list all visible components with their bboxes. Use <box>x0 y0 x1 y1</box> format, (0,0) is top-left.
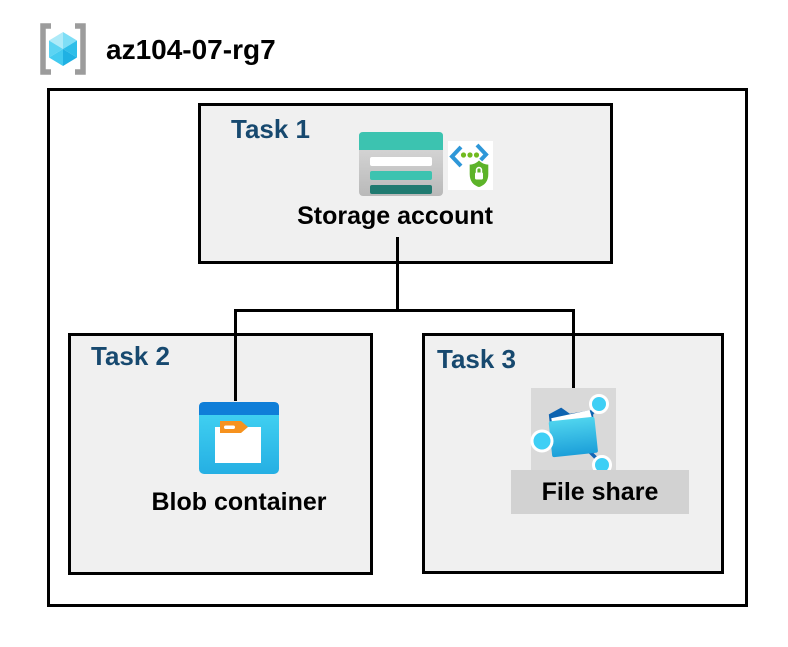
task2-label: Task 2 <box>91 341 171 371</box>
storage-account-icon <box>358 131 444 197</box>
file-share-icon-background <box>530 388 616 475</box>
task1-label: Task 1 <box>231 114 311 144</box>
task2-box: Task 2 Blob container <box>68 333 373 575</box>
file-share-icon <box>530 388 616 475</box>
task1-box: Task 1 <box>198 103 613 264</box>
blob-container-label: Blob container <box>151 488 327 516</box>
connector-to-file-share <box>572 309 575 388</box>
secure-access-badge-icon <box>448 141 493 190</box>
task3-label: Task 3 <box>437 344 517 374</box>
connector-storage-down <box>396 237 399 311</box>
file-share-label-background: File share <box>511 470 689 514</box>
file-share-label: File share <box>541 478 659 506</box>
blob-container-icon <box>199 402 279 474</box>
connector-horizontal <box>234 309 575 312</box>
resource-group-name: az104-07-rg7 <box>106 34 276 65</box>
connector-to-blob-container <box>234 309 237 401</box>
storage-account-label: Storage account <box>297 202 493 230</box>
resource-group-icon <box>34 21 92 77</box>
